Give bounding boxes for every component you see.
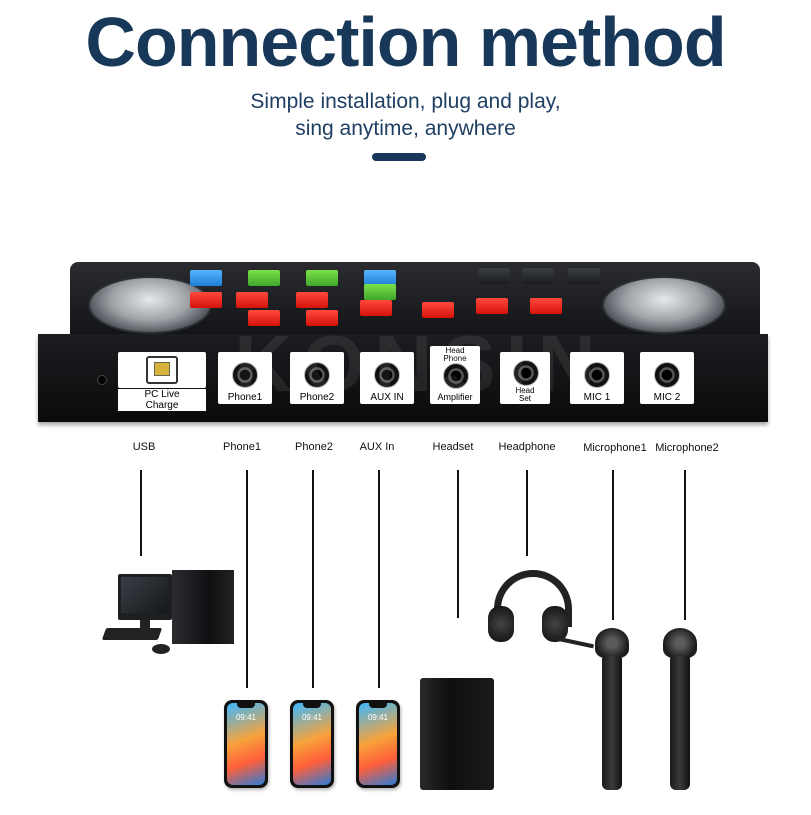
connector-line-phone1 xyxy=(246,470,248,688)
headphone-cup xyxy=(488,606,514,642)
fader-cap xyxy=(478,268,510,284)
headset-mic-boom xyxy=(552,635,594,649)
page-title: Connection method xyxy=(85,3,726,81)
port-top-label-head-phone: Head Phone xyxy=(443,346,467,363)
fader-cap xyxy=(248,310,280,326)
jack-port-panel: MIC 1 xyxy=(570,352,624,404)
jack-socket-icon xyxy=(584,362,610,388)
jack-socket-icon xyxy=(443,363,469,389)
mouse-icon xyxy=(152,644,170,654)
port-label-phone1: Phone1 xyxy=(227,392,263,403)
port-label-mic1: MIC 1 xyxy=(583,392,611,403)
fader-cap xyxy=(364,284,396,300)
connector-line-microphone2 xyxy=(684,470,686,620)
microphone2-icon xyxy=(663,628,697,658)
phone-clock: 09:41 xyxy=(235,713,257,722)
port-label-mic2: MIC 2 xyxy=(653,392,681,403)
jack-port-panel: Phone2 xyxy=(290,352,344,404)
usb-port-label: PC Live Charge xyxy=(118,389,206,411)
usb-port-icon xyxy=(146,356,178,384)
connection-label-headphone: Headphone xyxy=(498,441,556,453)
fader-cap xyxy=(360,300,392,316)
connector-line-usb xyxy=(140,470,142,556)
fader-cap xyxy=(190,292,222,308)
aux-phone-icon: 09:41 xyxy=(356,700,400,788)
phone-clock: 09:41 xyxy=(301,713,323,722)
subtitle-line-1: Simple installation, plug and play, xyxy=(250,90,561,113)
port-label-head-set: Head Set xyxy=(515,386,535,403)
keyboard-icon xyxy=(101,628,163,640)
fader-cap xyxy=(306,310,338,326)
fader-cap xyxy=(306,270,338,286)
connector-line-phone2 xyxy=(312,470,314,688)
port-label-amplifier: Amplifier xyxy=(437,392,473,402)
connection-label-microphone2: Microphone2 xyxy=(655,442,719,454)
phone1-icon: 09:41 xyxy=(224,700,268,788)
jack-port-panel: Head Set xyxy=(500,352,550,404)
fader-cap xyxy=(530,298,562,314)
jack-socket-icon xyxy=(513,360,539,386)
port-label-phone2: Phone2 xyxy=(299,392,335,403)
connector-line-aux-in xyxy=(378,470,380,688)
fader-cap xyxy=(568,268,600,284)
phone2-icon: 09:41 xyxy=(290,700,334,788)
jack-socket-icon xyxy=(654,362,680,388)
connection-label-usb: USB xyxy=(132,441,156,453)
connection-label-microphone1: Microphone1 xyxy=(583,442,647,454)
connection-label-aux-in: AUX In xyxy=(359,441,395,453)
speaker-icon xyxy=(420,678,494,790)
fader-cap xyxy=(296,292,328,308)
jack-port-panel: Head Phone Amplifier xyxy=(430,346,480,404)
fader-cap xyxy=(248,270,280,286)
fader-cap xyxy=(522,268,554,284)
headphones-icon xyxy=(494,570,572,627)
jack-socket-icon xyxy=(304,362,330,388)
title-underline xyxy=(372,153,426,161)
fader-cap xyxy=(364,270,396,286)
watermark: KONSIN xyxy=(234,319,606,408)
indicator-hole xyxy=(97,375,107,385)
fader-cap xyxy=(190,270,222,286)
jack-port-panel: MIC 2 xyxy=(640,352,694,404)
connector-line-headphone xyxy=(526,470,528,556)
fader-cap xyxy=(236,292,268,308)
microphone2-body xyxy=(670,656,690,790)
connection-label-headset: Headset xyxy=(432,441,474,453)
usb-port-panel xyxy=(118,352,206,388)
jack-socket-icon xyxy=(232,362,258,388)
jack-port-panel: AUX IN xyxy=(360,352,414,404)
fader-cap xyxy=(476,298,508,314)
computer-tower-icon xyxy=(172,570,234,644)
connector-line-microphone1 xyxy=(612,470,614,620)
microphone1-icon xyxy=(595,628,629,658)
connection-label-phone2: Phone2 xyxy=(295,441,333,453)
jack-port-panel: Phone1 xyxy=(218,352,272,404)
computer-monitor-icon xyxy=(118,574,172,620)
port-label-aux-in: AUX IN xyxy=(370,392,404,403)
fader-cap xyxy=(422,302,454,318)
right-knob xyxy=(602,276,726,334)
connector-line-headset xyxy=(457,470,459,618)
subtitle-line-2: sing anytime, anywhere xyxy=(295,117,516,140)
microphone1-body xyxy=(602,656,622,790)
jack-socket-icon xyxy=(374,362,400,388)
connection-label-phone1: Phone1 xyxy=(223,441,261,453)
phone-clock: 09:41 xyxy=(367,713,389,722)
